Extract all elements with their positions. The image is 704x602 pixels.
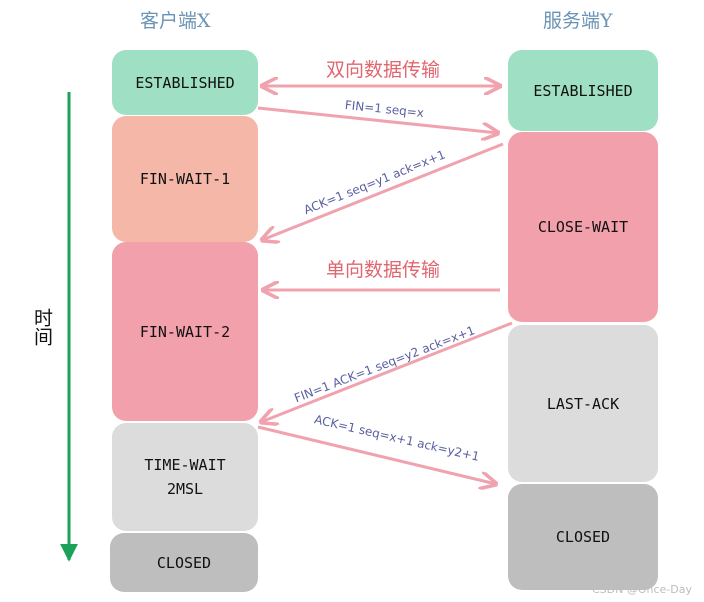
server-state-last-ack-label: LAST-ACK [546,394,620,413]
server-state-close-wait-label: CLOSE-WAIT [537,218,629,236]
server-state-established-label: ESTABLISHED [533,81,633,100]
client-state-fin-wait-2-label: FIN-WAIT-2 [139,322,231,341]
unidirectional-label: 单向数据传输 [326,259,440,281]
client-state-2msl-label: 2MSL [166,480,204,498]
client-title: 客户端X [140,10,211,32]
bidirectional-label: 双向数据传输 [326,59,440,81]
server-state-closed-label: CLOSED [555,528,611,546]
server-state-close-wait: CLOSE-WAIT [508,132,658,322]
client-state-closed-label: CLOSED [156,553,212,572]
client-state-established: ESTABLISHED [112,50,258,115]
fin2-arrow [261,321,513,422]
time-axis-label: 时间 [31,308,53,346]
server-state-closed: CLOSED [508,484,658,590]
fin1-arrow [257,106,498,133]
server-title: 服务端Y [543,10,613,32]
client-state-fin-wait-1-label: FIN-WAIT-1 [139,170,231,188]
client-state-time-wait: TIME-WAIT 2MSL [112,423,258,531]
server-state-last-ack: LAST-ACK [508,325,658,482]
ack2-arrow [257,425,496,484]
client-state-fin-wait-2: FIN-WAIT-2 [112,242,258,421]
client-state-closed: CLOSED [110,533,258,592]
ack1-arrow [262,142,504,240]
fin2-label: FIN=1 ACK=1 seq=y2 ack=x+1 [292,323,477,405]
ack2-label: ACK=1 seq=x+1 ack=y2+1 [313,412,481,464]
server-state-established: ESTABLISHED [508,50,658,131]
client-state-established-label: ESTABLISHED [135,73,235,92]
watermark: CSDN @Once-Day [592,583,692,596]
ack1-label: ACK=1 seq=y1 ack=x+1 [302,147,448,217]
client-state-fin-wait-1: FIN-WAIT-1 [112,116,258,242]
client-state-time-wait-label: TIME-WAIT [144,456,226,474]
